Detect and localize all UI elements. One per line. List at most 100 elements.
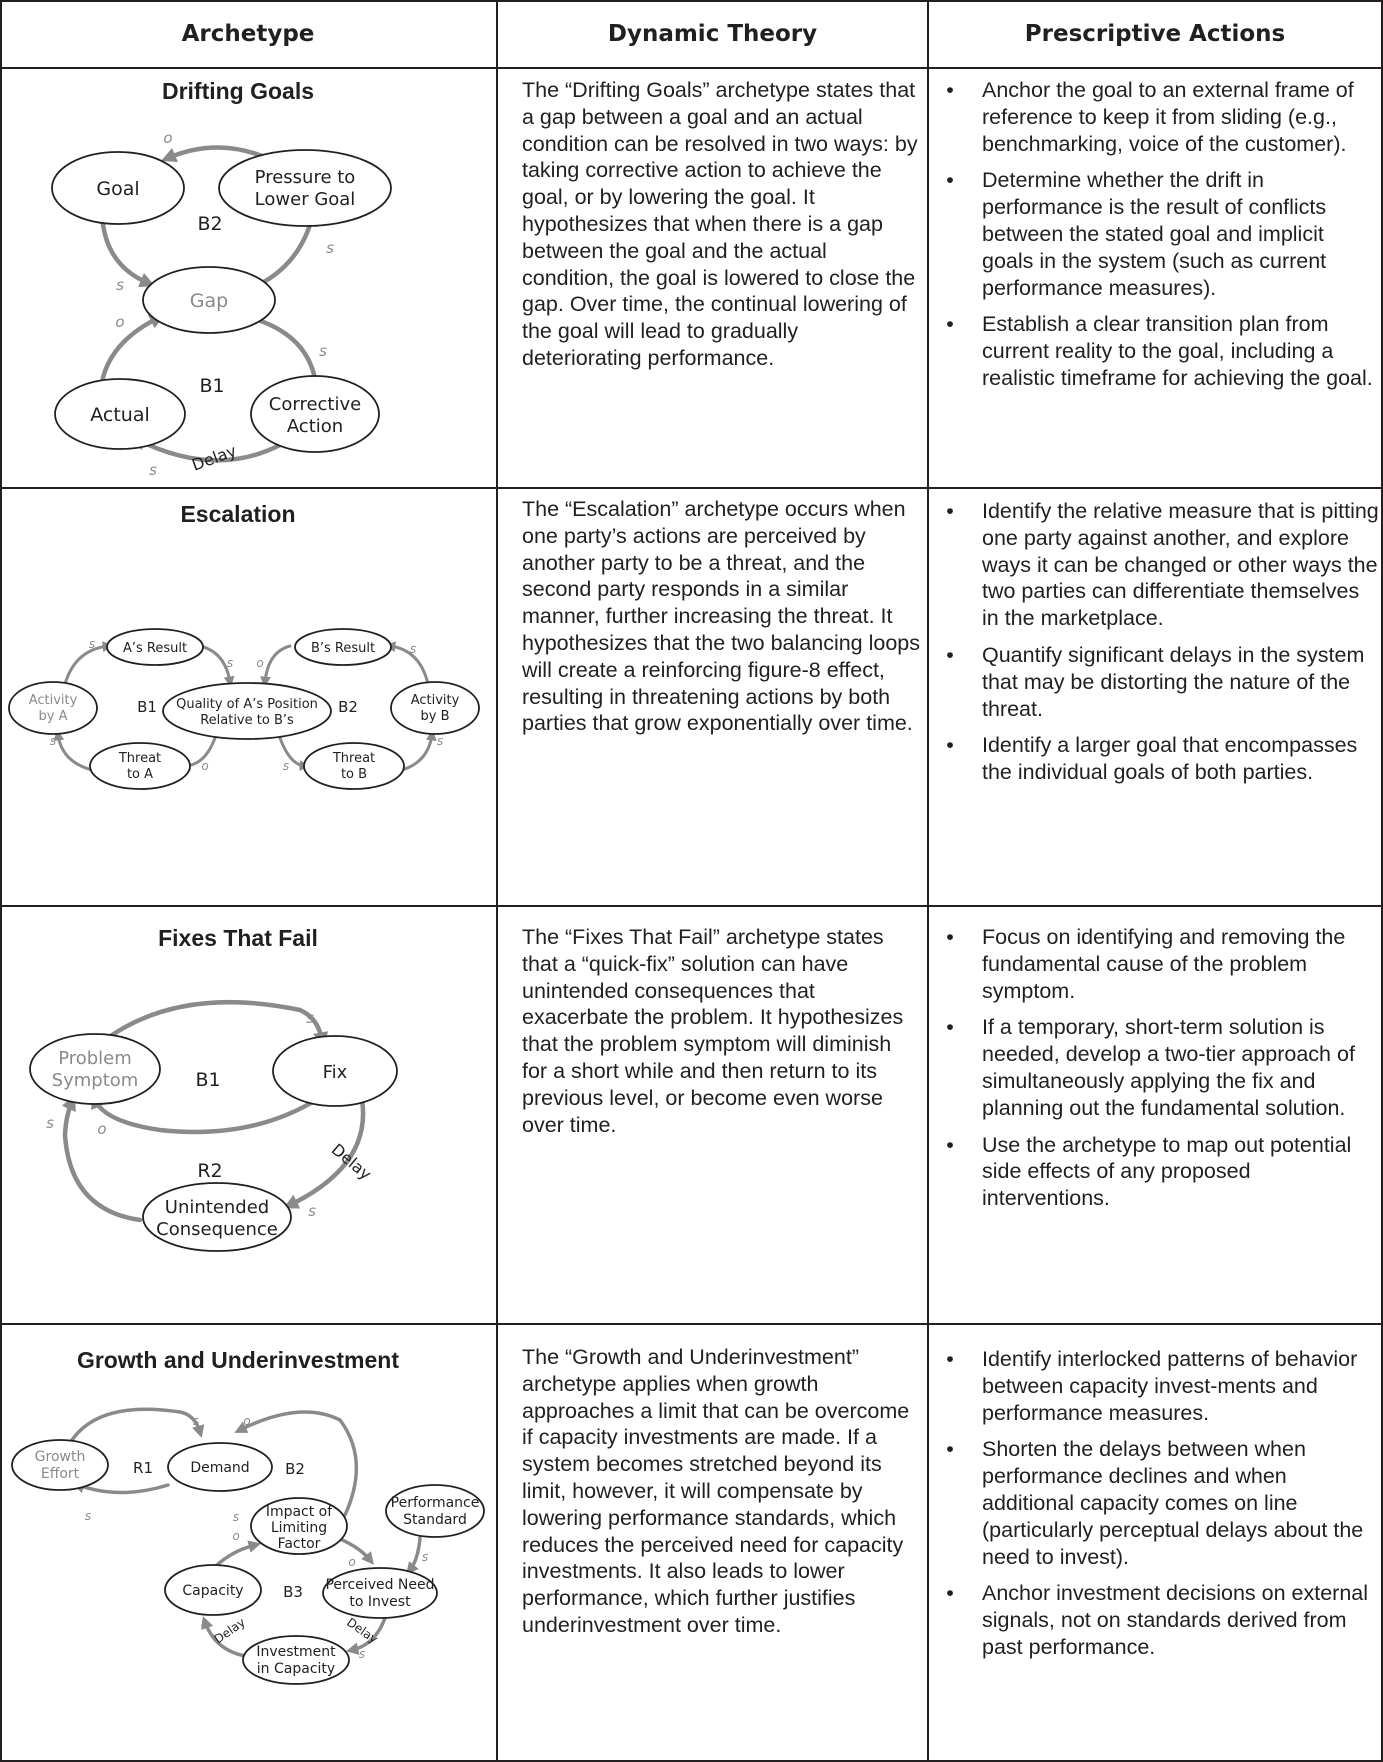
bullet-icon: • [946,925,954,949]
header-archetype: Archetype [181,21,315,47]
link-actual-to-gap [99,314,165,385]
node-fix [272,1035,398,1107]
node-activity-a [8,681,98,735]
actions-growth-underinvestment: •Identify interlocked patterns of behavi… [940,1346,1380,1671]
action-item: •Use the archetype to map out potential … [940,1132,1380,1212]
link-fix-to-unintended [283,1097,366,1209]
node-pressure-to-lower-goal [218,149,392,227]
node-unintended-label-line2: Consequence [156,1219,278,1240]
column-divider-2 [927,0,929,1762]
node-perceived-label-line2: to Invest [349,1594,411,1610]
link-activity-b-to-b-result [384,641,430,686]
node-b-result-label: B’s Result [311,641,375,656]
polarity-s: s [410,642,416,656]
node-a-result [106,628,204,666]
node-quality-label-line2: Relative to B’s [200,713,294,728]
action-item: •If a temporary, short-term solution is … [940,1014,1380,1121]
node-demand-label: Demand [190,1460,249,1476]
node-problem-label-line1: Problem [58,1048,132,1069]
node-corrective-label-line1: Corrective [269,394,361,415]
node-b-result [294,628,392,666]
link-goal-to-gap [99,212,156,288]
polarity-o: o [115,313,124,331]
delay-label: Delay [344,1615,380,1646]
polarity-s: s [149,461,157,479]
header-divider [0,67,1383,69]
bullet-icon: • [946,1132,954,1157]
link-a-result-to-quality [198,644,235,688]
diagram-drifting-goals: Goal Pressure to Lower Goal Gap Actual C… [51,129,392,479]
theory-growth-underinvestment: The “Growth and Underinvestment” archety… [522,1345,910,1637]
node-activity-b [390,681,480,735]
bullet-icon: • [946,78,954,102]
polarity-s: s [85,1509,91,1523]
polarity-s: s [359,1647,365,1661]
polarity-s: s [233,1510,239,1524]
actions-drifting-goals: •Anchor the goal to an external frame of… [940,77,1380,402]
node-quality-position [162,682,332,740]
loop-r2-label: R2 [197,1160,222,1182]
link-fix-to-problem [91,1093,319,1135]
diagram-growth-underinvestment: Growth Effort Demand Impact of Limiting … [11,1407,485,1685]
node-actual-label: Actual [90,404,150,426]
node-corrective-label-line2: Action [287,416,343,437]
node-activity-a-label-line2: by A [39,709,68,724]
node-problem-symptom [29,1033,161,1105]
theory-drifting-goals: The “Drifting Goals” archetype states th… [522,78,918,370]
polarity-s: s [308,1202,316,1220]
link-b-result-to-quality [260,644,292,688]
node-activity-a-label-line1: Activity [29,693,78,708]
node-performance-label-line1: Performance [391,1495,480,1511]
bullet-icon: • [946,642,954,667]
polarity-o: o [163,129,172,147]
node-quality-label-line1: Quality of A’s Position [176,697,318,712]
link-perceived-to-investment [345,1616,387,1655]
node-impact-limiting-factor [250,1497,348,1555]
bullet-icon: • [946,1581,954,1606]
node-impact-label-line1: Impact of [266,1504,333,1520]
node-growth-effort [11,1439,109,1491]
link-investment-to-capacity [201,1616,247,1658]
delay-label: Delay [189,441,239,475]
polarity-s: s [201,1615,207,1629]
row-divider-1 [0,487,1383,489]
loop-b1-label: B1 [199,375,224,397]
link-activity-a-to-a-result [63,641,114,686]
node-demand [167,1442,273,1492]
polarity-o: o [243,1414,250,1428]
diagram-fixes-that-fail: Problem Symptom Fix Unintended Consequen… [29,999,398,1252]
link-growth-to-demand [70,1407,205,1442]
link-corrective-to-actual [131,436,283,463]
polarity-o: o [348,1555,355,1569]
link-gap-to-pressure [259,210,318,286]
polarity-o: o [256,656,263,670]
action-item: •Establish a clear transition plan from … [940,311,1380,391]
actions-escalation: •Identify the relative measure that is p… [940,498,1380,796]
polarity-s: s [89,637,95,651]
link-quality-to-threat-b [278,736,311,772]
loop-r1-label: R1 [133,1459,153,1477]
node-pressure-label-line1: Pressure to [255,167,356,188]
loop-b1-label: B1 [137,698,157,716]
polarity-s: s [422,1550,428,1564]
node-threat-a [89,742,191,790]
node-capacity-label: Capacity [182,1583,243,1599]
action-item: •Identify interlocked patterns of behavi… [940,1346,1380,1426]
table-border-right [1381,0,1383,1762]
node-gap [142,266,276,334]
node-performance-standard [385,1484,485,1538]
delay-label: Delay [212,1615,248,1646]
polarity-s: s [50,734,56,748]
archetype-title-escalation: Escalation [180,501,296,527]
polarity-o: o [232,1529,239,1543]
node-investment-capacity [242,1635,350,1685]
polarity-s: s [283,759,289,773]
action-item: •Quantify significant delays in the syst… [940,642,1380,722]
node-investment-label-line1: Investment [256,1644,336,1660]
row-divider-2 [0,905,1383,907]
archetype-title-fixes-that-fail: Fixes That Fail [158,925,318,951]
node-a-result-label: A’s Result [123,641,187,656]
node-investment-label-line2: in Capacity [257,1661,335,1677]
node-threat-b-label-line2: to B [341,767,367,782]
